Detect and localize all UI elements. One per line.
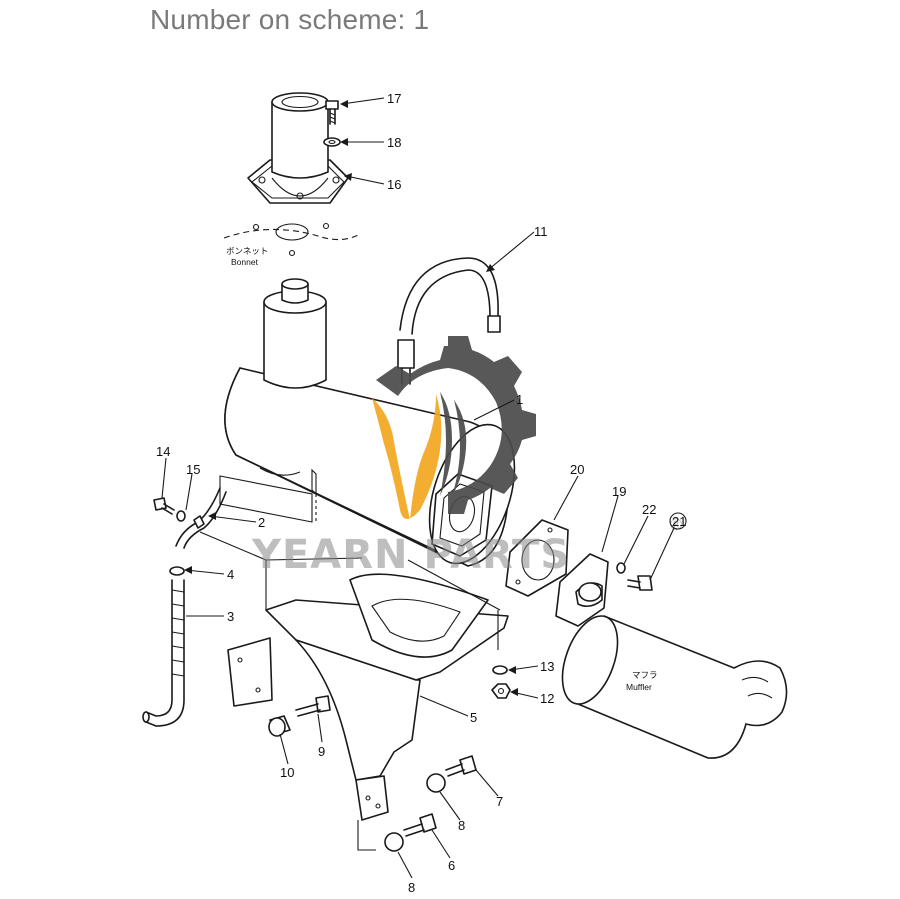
washer-part-18 (323, 137, 341, 147)
callout-leaders (161, 97, 675, 879)
callout-5: 5 (470, 710, 477, 725)
flame-icon (372, 394, 442, 520)
muffler-label-jp: マフラ (632, 670, 658, 680)
bonnet-panel: ボンネット Bonnet (223, 222, 361, 267)
callout-21: 21 (672, 514, 686, 529)
callout-numbers: 17 18 16 11 1 14 15 2 20 19 22 21 4 3 13… (156, 91, 686, 895)
bolt-part-7 (445, 755, 477, 777)
callout-6: 6 (448, 858, 455, 873)
callout-11: 11 (534, 224, 548, 239)
gear-icon (448, 336, 536, 514)
drain-pipe-part-3 (142, 579, 185, 727)
gasket-part-20 (505, 519, 569, 597)
callout-12: 12 (540, 691, 554, 706)
bolt-part-21 (627, 575, 653, 591)
washer-part-22 (616, 562, 626, 574)
callout-18: 18 (387, 135, 401, 150)
flange-part-19 (555, 553, 609, 627)
bonnet-label: Bonnet (231, 257, 259, 267)
callout-13: 13 (540, 659, 554, 674)
callout-4: 4 (227, 567, 234, 582)
callout-14: 14 (156, 444, 170, 459)
spacer-part-8a (426, 773, 446, 793)
washer-part-13 (492, 665, 508, 675)
callout-21-circle (669, 512, 687, 530)
bolt-part-6 (403, 813, 437, 837)
muffler-label: Muffler (626, 682, 652, 692)
bolt-part-9 (295, 695, 331, 717)
strap-band-part-11 (397, 257, 501, 385)
callout-20: 20 (570, 462, 584, 477)
spacer-part-8b (384, 832, 404, 852)
spacer-part-10 (268, 715, 291, 737)
nut-part-12 (491, 683, 511, 699)
callout-2: 2 (258, 515, 265, 530)
bracket-part-5 (227, 560, 509, 851)
callout-16: 16 (387, 177, 401, 192)
hose-part-2 (175, 487, 227, 549)
gear-flame-logo (372, 336, 536, 520)
clip-part-15 (176, 510, 186, 522)
callout-22: 22 (642, 502, 656, 517)
clamp-part-4 (169, 566, 185, 576)
callout-10: 10 (280, 765, 294, 780)
callout-8b: 8 (408, 880, 415, 895)
callout-1: 1 (516, 392, 523, 407)
bonnet-label-jp: ボンネット (226, 246, 268, 256)
callout-3: 3 (227, 609, 234, 624)
watermark-text: YEARN PARTS (251, 532, 570, 578)
muffler-silencer: マフラ Muffler (561, 615, 788, 759)
callout-9: 9 (318, 744, 325, 759)
page-title: Number on scheme: 1 (150, 4, 430, 35)
callout-19: 19 (612, 484, 626, 499)
bolt-part-14 (153, 497, 175, 515)
muffler-body-part-1 (224, 278, 516, 567)
callout-7: 7 (496, 794, 503, 809)
callout-8a: 8 (458, 818, 465, 833)
callout-17: 17 (387, 91, 401, 106)
assembly-guide-lines (199, 475, 501, 611)
callout-15: 15 (186, 462, 200, 477)
bolt-part-17 (325, 100, 339, 125)
